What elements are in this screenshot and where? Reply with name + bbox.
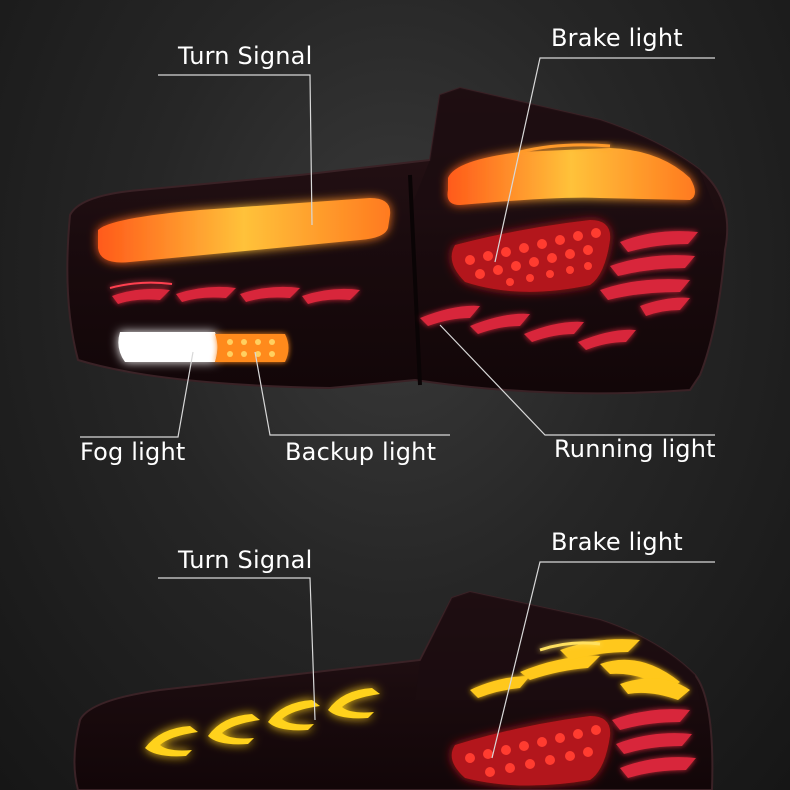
brake-led-dots-bottom (465, 725, 601, 777)
running-light-fins-inner (109, 281, 360, 304)
housing-split (408, 174, 422, 386)
leader-lines-bottom (158, 561, 715, 759)
label-running-light: Running light (554, 435, 716, 463)
label-backup-light: Backup light (285, 438, 437, 466)
turn-signal-upper-streak (519, 143, 611, 154)
backup-led-dots (227, 339, 275, 357)
label-brake-light-top: Brake light (551, 24, 683, 52)
leader-turn-signal-bottom (158, 577, 316, 721)
leader-turn-signal-top (158, 74, 313, 226)
leader-running (439, 324, 715, 436)
label-brake-light-bottom: Brake light (551, 528, 683, 556)
leader-brake-top (494, 57, 715, 263)
leader-backup (254, 351, 450, 436)
leader-fog (80, 351, 194, 438)
leader-brake-bottom (491, 561, 715, 759)
leader-lines-top (80, 57, 715, 438)
taillight-bottom (73, 590, 714, 790)
sequential-turn-chevrons (145, 688, 380, 757)
sequential-upper-streak (539, 641, 601, 652)
taillight-top (66, 86, 729, 395)
brake-led-dots (465, 228, 601, 286)
label-turn-signal-top: Turn Signal (178, 42, 313, 70)
label-fog-light: Fog light (80, 438, 186, 466)
turn-signal-bar-outer (447, 148, 695, 205)
label-turn-signal-bottom: Turn Signal (178, 546, 313, 574)
turn-signal-bar-inner (98, 198, 391, 263)
running-light-fins-bottom (612, 709, 696, 778)
running-light-fins-outer (420, 231, 698, 350)
bottom-view-panel: Turn Signal Brake light (0, 510, 790, 790)
top-view-panel: Turn Signal Brake light Fog light Backup… (0, 0, 790, 510)
